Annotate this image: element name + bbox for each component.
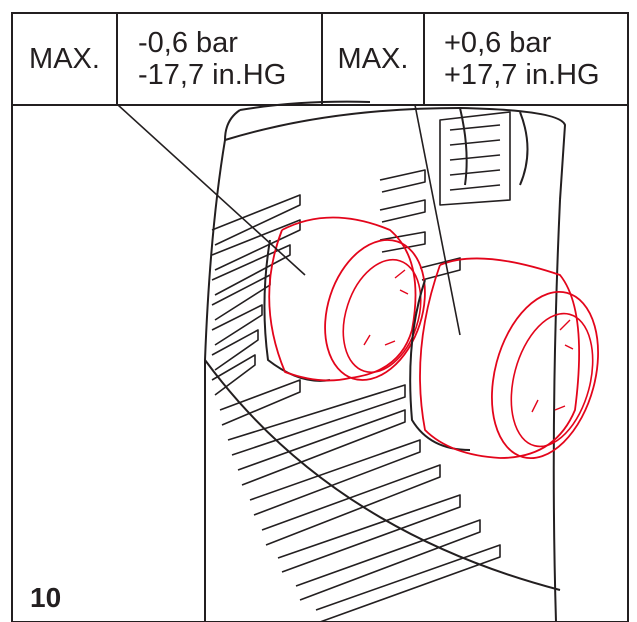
device-housing <box>204 100 566 622</box>
pressure-bar-value: +0,6 bar <box>444 27 552 59</box>
spec-table: MAX. -0,6 bar -17,7 in.HG MAX. +0,6 bar … <box>12 13 628 105</box>
leader-line-vacuum <box>117 104 306 276</box>
vacuum-bar-value: -0,6 bar <box>138 27 238 59</box>
vacuum-gauge <box>263 216 426 382</box>
pressure-spec: +0,6 bar +17,7 in.HG <box>444 13 628 105</box>
pressure-gauge <box>409 257 599 460</box>
pressure-inhg-value: +17,7 in.HG <box>444 59 600 91</box>
leader-line-pressure <box>414 104 461 336</box>
vent-grille <box>211 111 511 622</box>
vacuum-spec: -0,6 bar -17,7 in.HG <box>138 13 328 105</box>
figure-border <box>11 12 629 622</box>
vacuum-max-label: MAX. <box>29 43 100 75</box>
pressure-max-label: MAX. <box>337 43 409 75</box>
figure-number: 10 <box>30 582 62 613</box>
vacuum-inhg-value: -17,7 in.HG <box>138 59 287 91</box>
